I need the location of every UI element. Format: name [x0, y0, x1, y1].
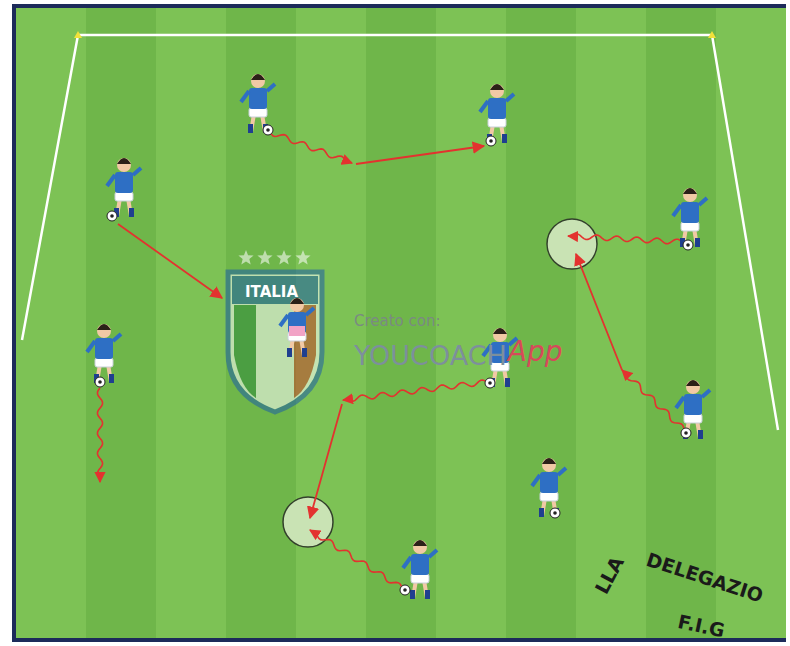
watermark: Creato con: — [354, 314, 441, 329]
star — [276, 250, 291, 264]
dribble-arrow — [270, 132, 352, 163]
grass-stripes — [16, 8, 786, 638]
target-zone — [547, 219, 597, 269]
watermark: App — [508, 338, 563, 366]
player — [87, 324, 121, 387]
dribble-arrow — [343, 380, 487, 401]
pass-arrow — [576, 254, 622, 370]
pass-arrow — [310, 404, 342, 518]
movement-arrows — [97, 132, 684, 588]
italia-badge — [228, 250, 322, 412]
pass-arrow — [118, 224, 222, 298]
cone — [74, 31, 82, 38]
player — [532, 458, 566, 518]
pass-arrow — [356, 146, 484, 164]
player — [107, 158, 141, 221]
player — [480, 84, 514, 146]
grass-stripe — [156, 8, 226, 638]
watermark: YOUCOACH — [354, 342, 507, 369]
cone — [708, 31, 716, 38]
pitch — [14, 6, 784, 640]
grass-stripe — [16, 8, 86, 638]
player — [241, 74, 275, 135]
star — [257, 250, 272, 264]
player — [400, 540, 437, 599]
player — [676, 380, 710, 439]
field-lines — [22, 35, 778, 430]
dribble-arrow — [97, 388, 102, 482]
player — [673, 188, 707, 250]
star — [295, 250, 310, 264]
dribble-arrow — [310, 530, 402, 588]
badge-text: ITALIA — [245, 285, 298, 300]
dribble-arrow — [568, 234, 682, 244]
players — [87, 74, 710, 599]
grass-stripe — [716, 8, 786, 638]
star — [238, 250, 253, 264]
dribble-arrow — [622, 370, 684, 430]
grass-stripe — [576, 8, 646, 638]
player — [280, 298, 314, 357]
grass-stripe — [436, 8, 506, 638]
